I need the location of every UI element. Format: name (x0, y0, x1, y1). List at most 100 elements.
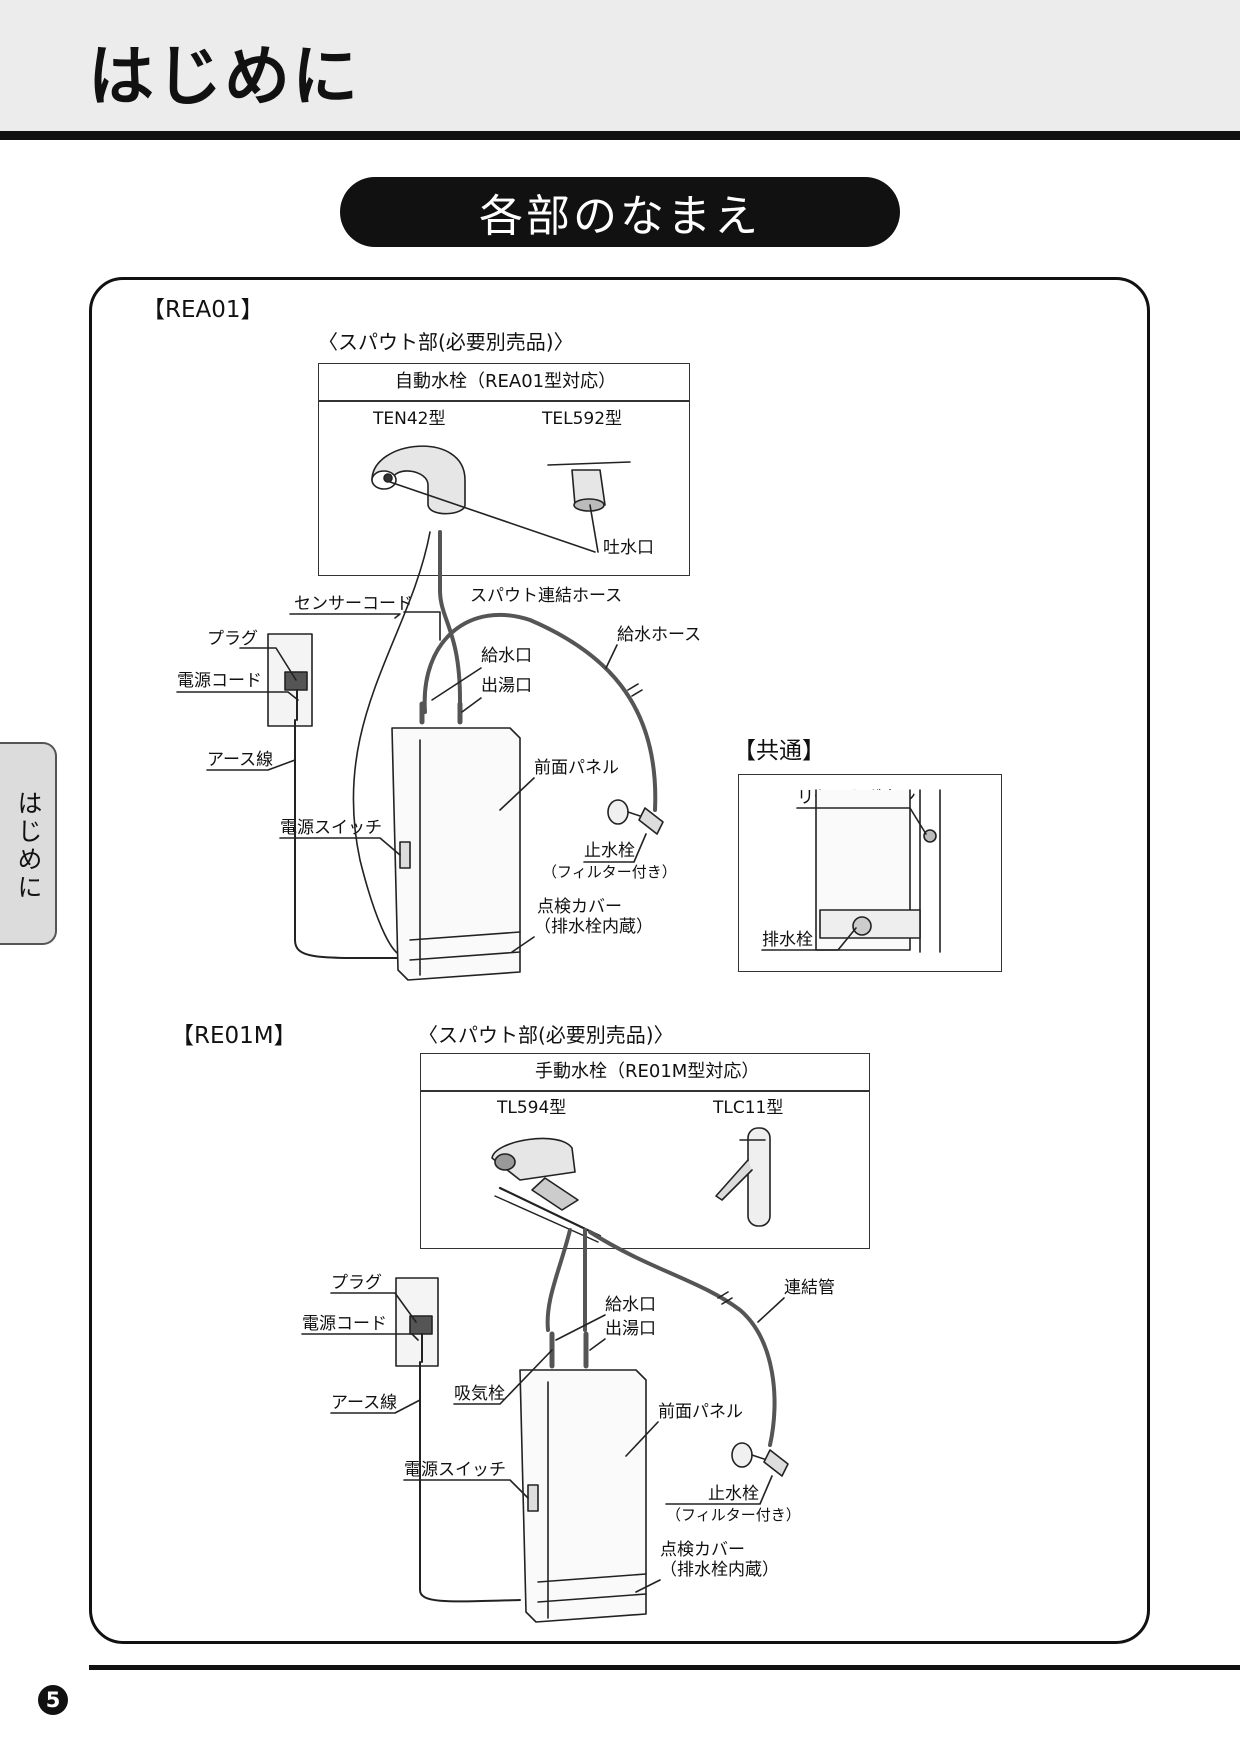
leader-re01m-inspection-cover (635, 1579, 661, 1593)
rea01-label-water-inlet: 給水口 (481, 646, 532, 666)
leader-sensor-cord (289, 613, 401, 619)
leader-power-switch (279, 837, 401, 856)
leader-spout-hose (403, 611, 441, 641)
rea01-label-sensor-cord: センサーコード (294, 594, 413, 614)
re01m-label-earth-wire: アース線 (331, 1393, 398, 1413)
rea01-heater-body (391, 727, 521, 981)
page-number: 5 (38, 1685, 68, 1715)
leader-drain-plug (761, 927, 857, 951)
outlet-leader-line-2 (589, 504, 599, 553)
rea01-faucet-box (318, 363, 690, 576)
ten42-faucet-illustration (371, 445, 466, 515)
leader-hot-outlet (461, 697, 482, 713)
re01m-label-air-valve: 吸気栓 (454, 1384, 505, 1404)
rea01-power-switch (399, 841, 411, 869)
rea01-earth-wire (294, 689, 401, 960)
rea01-label-power-cord: 電源コード (177, 671, 262, 691)
re01m-stop-valve (731, 1442, 789, 1477)
leader-water-inlet (431, 667, 482, 701)
tel592-faucet-illustration (547, 461, 631, 512)
rea01-label-inspection-cover: 点検カバー (537, 897, 622, 917)
re01m-faucet-box (420, 1053, 870, 1249)
leader-supply-hose (605, 644, 618, 669)
rea01-label-front-panel: 前面パネル (534, 758, 619, 778)
rea01-label-hot-outlet: 出湯口 (481, 676, 532, 696)
rea01-fittings (419, 701, 463, 725)
leader-stop-valve (583, 833, 647, 863)
leader-front-panel (499, 777, 535, 811)
connecting-pipe (588, 1230, 777, 1447)
outlet-leader-line (389, 481, 596, 553)
common-label-drain-plug: 排水栓 (762, 930, 813, 950)
rea01-model-label: 【REA01】 (142, 297, 264, 323)
re01m-hose-left (545, 1228, 572, 1332)
leader-re01m-power-switch (403, 1479, 529, 1499)
rea01-label-spout-hose: スパウト連結ホース (470, 586, 623, 606)
re01m-label-connecting-pipe: 連結管 (784, 1278, 835, 1298)
re01m-label-power-cord: 電源コード (302, 1314, 387, 1334)
section-title: 各部のなまえ (340, 177, 900, 247)
rea01-faucet-right-label: TEL592型 (542, 409, 623, 429)
rea01-label-plug: プラグ (207, 629, 258, 649)
leader-re01m-power-cord (301, 1333, 419, 1341)
tlc11-faucet-illustration (715, 1127, 771, 1227)
footer-rule (89, 1665, 1240, 1670)
re01m-faucet-right-label: TLC11型 (713, 1098, 784, 1118)
re01m-faucet-left-label: TL594型 (497, 1098, 567, 1118)
tl594-faucet-illustration (491, 1137, 602, 1243)
spout-hose (438, 530, 462, 714)
leader-earth-wire (206, 759, 296, 771)
leader-re01m-hot-outlet (589, 1338, 606, 1351)
side-tab[interactable] (0, 742, 57, 945)
re01m-label-power-switch: 電源スイッチ (404, 1460, 506, 1480)
re01m-label-stop-valve: 止水栓 (708, 1484, 759, 1504)
rea01-label-stop-valve-note: （フィルター付き） (542, 863, 677, 881)
rea01-stop-valve (607, 799, 664, 835)
leader-plug (239, 647, 297, 681)
leader-re01m-water-inlet (555, 1314, 606, 1341)
re01m-heater-body (519, 1369, 647, 1623)
reset-button-icon (923, 829, 937, 843)
side-tab-label: はじめに (14, 790, 43, 902)
re01m-label-hot-outlet: 出湯口 (605, 1319, 656, 1339)
re01m-label-stop-valve-note: （フィルター付き） (666, 1506, 801, 1524)
rea01-label-earth-wire: アース線 (207, 750, 274, 770)
rea01-label-stop-valve: 止水栓 (584, 841, 635, 861)
rea01-label-inspection-cover-note: （排水栓内蔵） (534, 917, 653, 937)
rea01-faucet-left-label: TEN42型 (373, 409, 446, 429)
leader-inspection-cover (511, 936, 535, 953)
re01m-label-water-inlet: 給水口 (605, 1295, 656, 1315)
supply-hose (422, 612, 658, 812)
re01m-label-front-panel: 前面パネル (658, 1402, 743, 1422)
page-title: はじめに (88, 38, 360, 115)
leader-air-valve (453, 1349, 553, 1405)
drain-plug-icon (852, 916, 872, 936)
re01m-label-inspection-cover-note: （排水栓内蔵） (660, 1560, 779, 1580)
header-rule (0, 131, 1240, 140)
re01m-spout-heading: 〈スパウト部(必要別売品)〉 (418, 1023, 674, 1047)
leader-re01m-front-panel (625, 1421, 659, 1457)
re01m-model-label: 【RE01M】 (171, 1023, 297, 1049)
rea01-label-supply-hose: 給水ホース (617, 625, 702, 645)
leader-power-cord (176, 691, 299, 701)
leader-connecting-pipe (757, 1297, 785, 1323)
common-heading: 【共通】 (733, 738, 825, 764)
re01m-power-switch (527, 1484, 539, 1512)
rea01-plug (284, 671, 308, 691)
rea01-label-power-switch: 電源スイッチ (280, 818, 382, 838)
parts-diagram-frame (89, 277, 1150, 1644)
rea01-faucet-box-divider (318, 400, 690, 402)
re01m-label-inspection-cover: 点検カバー (660, 1540, 745, 1560)
common-detail-box (738, 774, 1002, 972)
header-band (0, 0, 1240, 131)
re01m-earth-wire (419, 1333, 521, 1603)
leader-re01m-stop-valve (665, 1475, 773, 1505)
re01m-label-plug: プラグ (331, 1273, 382, 1293)
sensor-cord (352, 531, 431, 956)
re01m-faucet-box-title: 手動水栓（RE01M型対応） (535, 1061, 760, 1082)
leader-re01m-earth-wire (330, 1399, 421, 1414)
leader-re01m-plug (330, 1292, 417, 1323)
leader-reset-button (796, 807, 927, 835)
rea01-faucet-box-title: 自動水栓（REA01型対応） (395, 371, 617, 392)
